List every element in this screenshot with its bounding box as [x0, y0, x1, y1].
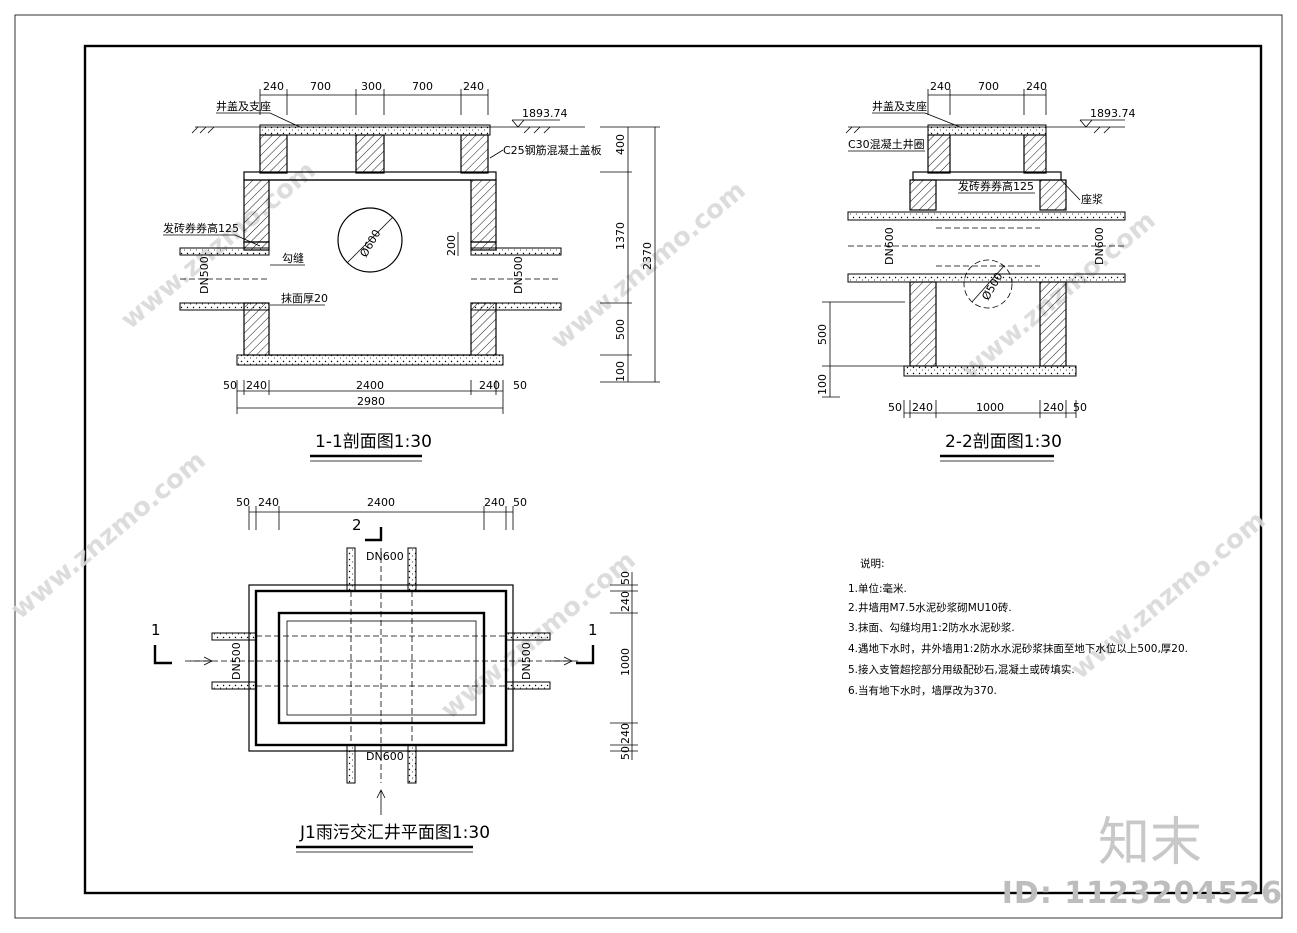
pipe-circle-label: Ø600 [357, 227, 383, 259]
section-2-2-title: 2-2剖面图1:30 [945, 432, 1062, 452]
dim22-left-2: 100 [816, 374, 829, 395]
brand-watermark: 知末 [1098, 813, 1203, 873]
label-plaster: 抹面厚20 [281, 292, 328, 305]
dim22-bottom-1: 50 [888, 401, 902, 414]
dim22-bottom-3: 1000 [976, 401, 1004, 414]
label-mortar: 座浆 [1081, 192, 1103, 206]
plan-dim-top-2: 240 [258, 496, 279, 509]
watermark-site: www.znzmo.com [1065, 505, 1271, 685]
watermark-site: www.znzmo.com [5, 445, 211, 625]
plan-dim-right-5: 50 [619, 746, 632, 760]
dim-200: 200 [445, 235, 458, 256]
dim22-bottom-4: 240 [1043, 401, 1064, 414]
dim-top-5: 240 [463, 80, 484, 93]
label-cover-2: 井盖及支座 [872, 99, 927, 113]
plan-pipe-right: DN500 [520, 642, 533, 680]
dim-bottom-5: 50 [513, 379, 527, 392]
plan-dim-top-4: 240 [484, 496, 505, 509]
dim-bottom-4: 240 [479, 379, 500, 392]
dim-right-4: 100 [614, 361, 627, 382]
section-2-2: Ø500 DN600 DN600 井盖及支座 1893.74 C30混凝土井圈 … [816, 80, 1136, 462]
plan-title: J1雨污交汇井平面图1:30 [299, 823, 490, 843]
sheet-outer-border [14, 14, 1283, 919]
section-1-1-title: 1-1剖面图1:30 [315, 432, 432, 452]
cut-2-top: 2 [352, 516, 362, 534]
pipe-left-label: DN500 [198, 256, 211, 294]
label-elevation-2: 1893.74 [1090, 107, 1136, 120]
cut-1-right: 1 [588, 621, 598, 639]
plan-dim-right-3: 1000 [619, 648, 632, 676]
label-slab: C25钢筋混凝土盖板 [503, 143, 602, 157]
section-1-1: Ø600 DN500 DN500 200 井盖及支座 1893.74 C25钢筋… [163, 80, 660, 462]
label-arch: 发砖券券高125 [163, 221, 239, 235]
plan-dim-top-5: 50 [513, 496, 527, 509]
plan-pipe-bottom: DN600 [366, 750, 404, 763]
sheet-inner-border [83, 44, 1263, 895]
dim-top-3: 300 [361, 80, 382, 93]
dim-top-2: 700 [310, 80, 331, 93]
dim-top-1: 240 [263, 80, 284, 93]
note-3: 3.抹面、勾缝均用1:2防水水泥砂浆. [848, 621, 1015, 634]
note-5: 5.接入支管超挖部分用级配砂石,混凝土或砖填实. [848, 663, 1075, 676]
note-6: 6.当有地下水时，墙厚改为370. [848, 684, 997, 697]
plan-view: DN600 DN600 DN500 DN500 1 1 2 50 240 240… [151, 496, 638, 853]
plan-dim-right-4: 240 [619, 723, 632, 744]
notes-heading: 说明: [860, 557, 885, 570]
dim-height-total: 2370 [641, 242, 654, 270]
dim-right-2: 1370 [614, 222, 627, 250]
notes-block: 说明: 1.单位:毫米. 2.井墙用M7.5水泥砂浆砌MU10砖. 3.抹面、勾… [848, 557, 1188, 697]
dim-top-4: 700 [412, 80, 433, 93]
dim-total: 2980 [357, 395, 385, 408]
plan-dim-right-1: 50 [619, 571, 632, 585]
label-elevation: 1893.74 [522, 107, 568, 120]
id-watermark: ID: 1123204526 [1001, 876, 1283, 911]
pipe-right-label-2: DN600 [1093, 227, 1106, 265]
label-arch-2: 发砖券券高125 [958, 179, 1034, 193]
pipe-right-label: DN500 [512, 256, 525, 294]
cut-1-left: 1 [151, 621, 161, 639]
note-1: 1.单位:毫米. [848, 582, 907, 595]
dim22-bottom-5: 50 [1073, 401, 1087, 414]
plan-pipe-left: DN500 [230, 642, 243, 680]
dim22-top-3: 240 [1026, 80, 1047, 93]
dim-right-3: 500 [614, 319, 627, 340]
plan-dim-top-3: 2400 [367, 496, 395, 509]
dim-bottom-1: 50 [223, 379, 237, 392]
watermark-layer: www.znzmo.com www.znzmo.com www.znzmo.co… [5, 155, 1271, 725]
label-cover: 井盖及支座 [216, 99, 271, 113]
dim-bottom-3: 2400 [356, 379, 384, 392]
plan-dim-top-1: 50 [236, 496, 250, 509]
pipe-left-label-2: DN600 [883, 227, 896, 265]
plan-dim-right-2: 240 [619, 591, 632, 612]
dim-right-1: 400 [614, 134, 627, 155]
dim22-bottom-2: 240 [912, 401, 933, 414]
label-joint: 勾缝 [282, 251, 304, 265]
dim22-top-2: 700 [978, 80, 999, 93]
plan-pipe-top: DN600 [366, 550, 404, 563]
dim22-top-1: 240 [930, 80, 951, 93]
dim22-left-1: 500 [816, 324, 829, 345]
label-ring: C30混凝土井圈 [848, 137, 925, 151]
note-2: 2.井墙用M7.5水泥砂浆砌MU10砖. [848, 601, 1012, 614]
note-4: 4.遇地下水时，井外墙用1:2防水水泥砂浆抹面至地下水位以上500,厚20. [848, 642, 1188, 655]
dim-bottom-2: 240 [246, 379, 267, 392]
